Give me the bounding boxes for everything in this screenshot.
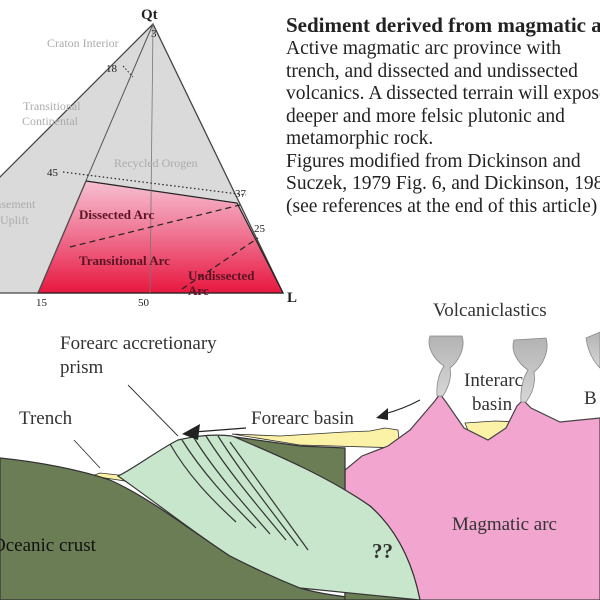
description-line-2: trench, and dissected and undissected [286,60,578,82]
interarc-basin-arrowhead [376,408,388,420]
tick-45: 45 [47,167,59,179]
description-line-3: volcanics. A dissected terrain will expo… [286,83,600,104]
tick-50: 50 [138,297,150,309]
forearc-basin-arrowhead [182,424,200,440]
dissected-transitional-boundary [69,204,241,248]
prism-thrust-faults [169,435,309,551]
trench-leader-line [73,439,101,469]
ternary-apex-label: Qt [141,7,158,23]
qt-50-boundary [149,23,154,294]
description-line-8: (see references at the end of this artic… [286,195,598,217]
boundary-45-37 [62,171,247,196]
field-dissected-arc: Dissected Arc [79,207,154,222]
qt-15-boundary [37,23,154,294]
description-line-1: Active magmatic arc province with [286,38,562,59]
label-forearc-basin: Forearc basin [251,408,354,429]
tick-18: 18 [106,63,118,75]
volcaniclastic-plume-edge [585,331,600,369]
tick-3: 3 [151,28,157,40]
label-backarc-partial: B [584,388,597,409]
ternary-corner-label: L [287,290,297,306]
label-unknown: ?? [372,539,393,563]
tick-37: 37 [235,188,247,200]
cross-section: Volcaniclastics Forearc accretionary pri… [0,300,600,601]
forearc-basin-arrow [193,427,247,433]
label-volcaniclastics: Volcaniclastics [433,300,547,321]
description-block: Sediment derived from magmatic arcs Acti… [286,12,600,218]
field-transitional-arc: Transitional Arc [79,253,170,268]
field-recycled-orogen: Recycled Orogen [114,156,198,170]
volcaniclastic-plume-left [428,335,464,397]
forearc-basin-sediment [231,427,401,449]
label-trench: Trench [19,408,73,429]
field-transitional-continental-line2: Continental [22,114,79,128]
label-interarc-basin-line1: Interarc [464,370,523,391]
field-basement-uplift-line1: Basement [0,197,36,211]
field-basement-uplift-line2: Uplift [0,213,29,227]
description-line-6: Figures modified from Dickinson and [286,150,581,172]
field-undissected-arc-line1: Undissected [188,268,255,283]
label-magmatic-arc: Magmatic arc [452,514,557,535]
interarc-basin-arrow [383,399,421,415]
boundary-18 [122,65,134,78]
accretionary-prism [116,434,421,601]
prism-leader-line [127,384,179,437]
field-transitional-continental-line1: Transitional [23,99,81,113]
description-line-7: Suczek, 1979 Fig. 6, and Dickinson, 1985 [286,173,600,194]
description-line-4: deeper and more felsic plutonic and [286,105,565,127]
tick-25: 25 [254,223,266,235]
ternary-diagram: Qt L 3 18 45 37 25 15 50 Craton Interior… [0,7,297,309]
volcaniclastic-plume-right [512,337,548,403]
label-interarc-basin-line2: basin [472,394,513,415]
tick-15: 15 [36,297,48,309]
label-oceanic-crust: Oceanic crust [0,535,97,556]
field-craton-interior: Craton Interior [47,36,119,50]
description-title: Sediment derived from magmatic arcs [286,13,600,37]
field-undissected-arc-line2: Arc [188,283,209,298]
magmatic-arc-body [344,393,600,601]
description-line-5: metamorphic rock. [286,128,434,149]
label-forearc-prism-line1: Forearc accretionary [60,333,217,354]
transitional-undissected-boundary [181,237,259,290]
label-forearc-prism-line2: prism [60,357,104,378]
